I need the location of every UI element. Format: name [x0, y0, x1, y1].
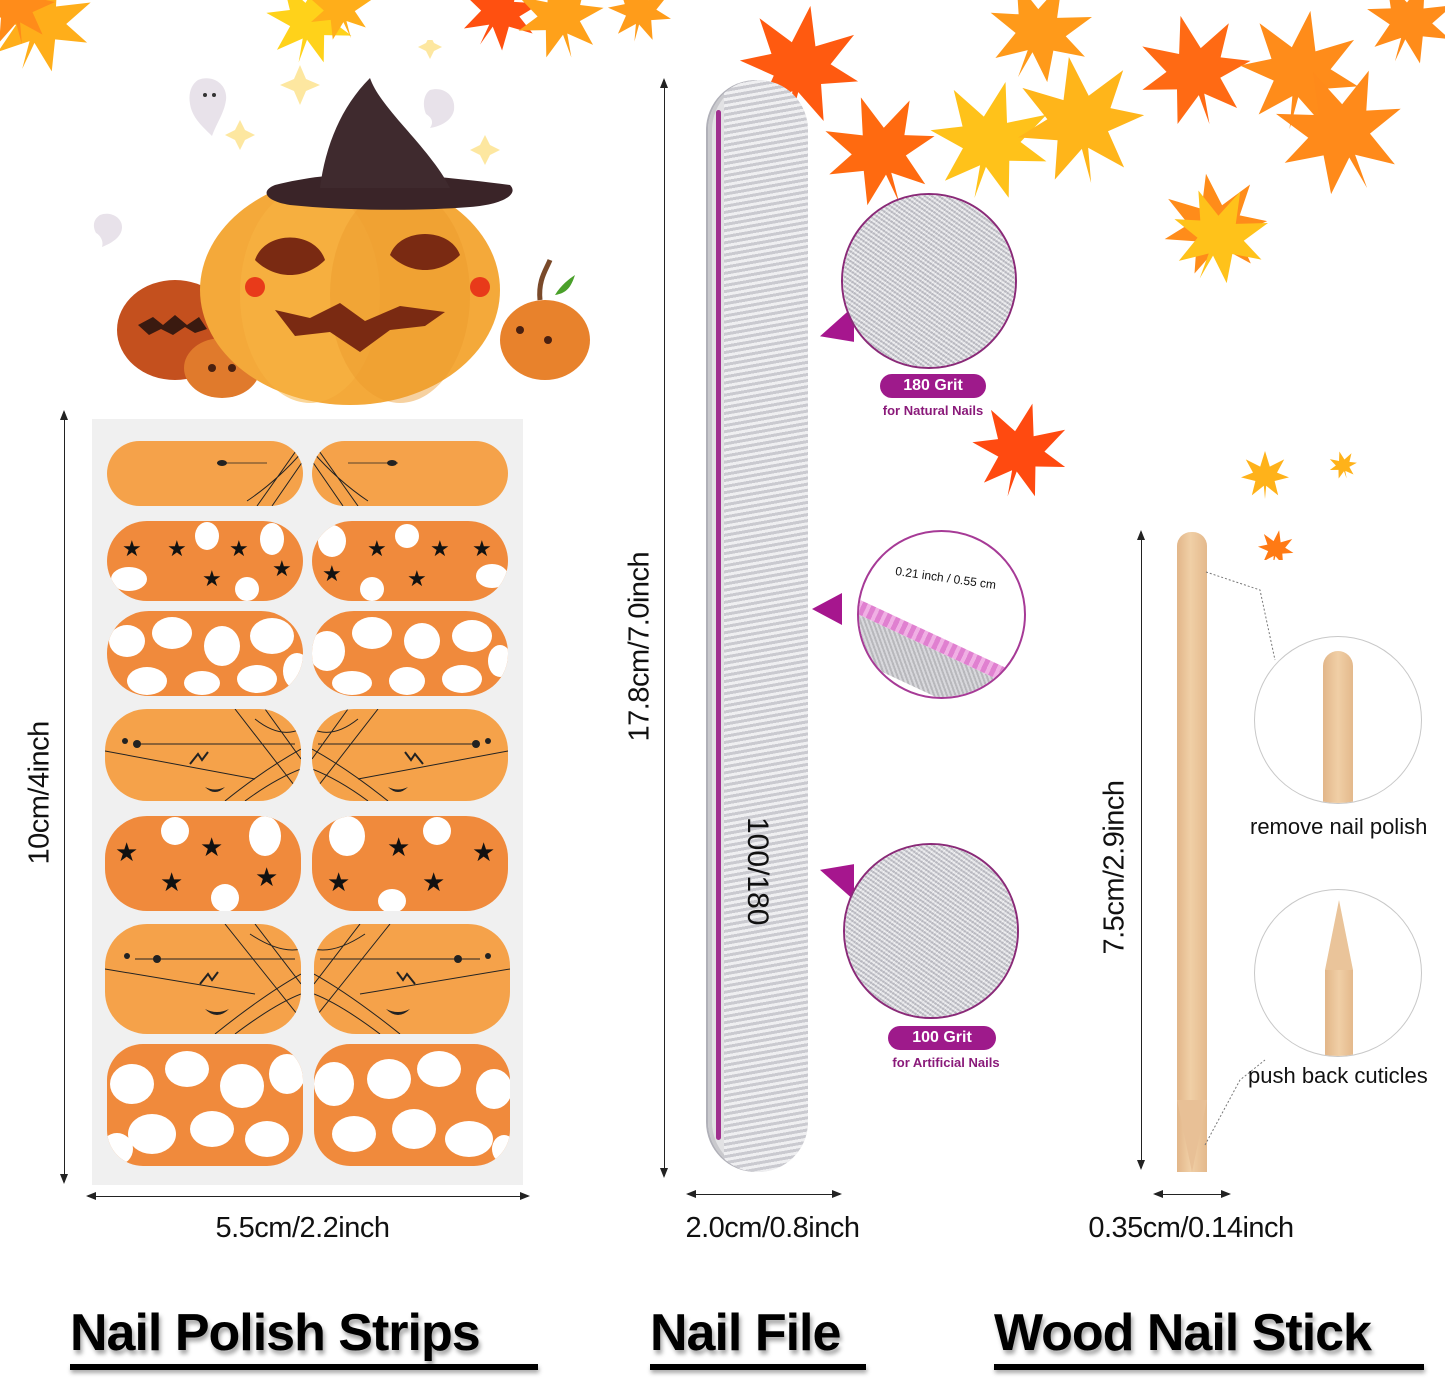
grit-100-badge: 100 Grit	[888, 1026, 996, 1050]
svg-text:★: ★	[472, 838, 495, 868]
svg-text:★: ★	[322, 562, 342, 587]
ghost-icon	[189, 78, 227, 136]
nail-strip-ghost-pattern	[314, 1044, 510, 1166]
nail-strip-web-bats-moon	[314, 924, 510, 1034]
nail-strip-ghost-pattern	[107, 1044, 303, 1166]
nail-strip-stars-ghosts: ★ ★ ★ ★	[312, 816, 508, 911]
nail-strip-web-bats-moon	[105, 709, 301, 801]
file-title-underline	[650, 1364, 866, 1370]
stick-width-label: 0.35cm/0.14inch	[1088, 1212, 1294, 1244]
nail-strip-ghost-pattern	[312, 611, 508, 696]
svg-text:★: ★	[387, 833, 410, 863]
wood-nail-stick-pointed-end	[1177, 1100, 1207, 1172]
nail-strips-sheet: ★★★★★ ★★★★★ ★★★★ ★★★★	[92, 419, 523, 1185]
wood-nail-stick	[1177, 532, 1207, 1172]
grit-180-closeup	[841, 193, 1017, 369]
nail-strip-stars-ghosts: ★ ★ ★ ★	[105, 816, 301, 911]
strips-height-dimension-arrow	[60, 410, 68, 1184]
strips-title: Nail Polish Strips	[70, 1304, 481, 1362]
svg-text:★: ★	[167, 537, 187, 562]
grit-100-closeup	[843, 843, 1019, 1019]
file-thickness-closeup	[857, 530, 1026, 699]
pumpkin-witch-hat-illustration	[93, 40, 590, 405]
stick-pointed-end-closeup	[1254, 889, 1422, 1057]
svg-text:★: ★	[122, 537, 142, 562]
file-title: Nail File	[650, 1304, 841, 1362]
file-height-dimension-arrow	[660, 78, 668, 1178]
file-width-dimension-arrow	[686, 1190, 842, 1198]
stick-title-underline	[994, 1364, 1424, 1370]
ghost-icon	[93, 213, 122, 247]
svg-text:★: ★	[200, 833, 223, 863]
nail-strip-stars-ghosts: ★ ★ ★ ★ ★	[107, 521, 303, 601]
nail-strip-web-bats-moon	[312, 709, 508, 801]
grit-180-badge: 180 Grit	[880, 374, 986, 398]
callout-leader-lines	[1204, 571, 1276, 1146]
ghost-icon	[423, 89, 455, 128]
nail-file-purple-edge	[716, 110, 721, 1140]
leaf-cluster-top-right	[730, 0, 1445, 560]
svg-text:★: ★	[430, 537, 450, 562]
stick-height-dimension-arrow	[1137, 530, 1145, 1170]
stick-title: Wood Nail Stick	[994, 1304, 1372, 1362]
callout-pointer	[812, 593, 842, 625]
svg-text:★: ★	[407, 567, 427, 592]
svg-text:★: ★	[367, 537, 387, 562]
nail-strip-spider-web	[312, 441, 508, 506]
svg-text:★: ★	[160, 868, 183, 898]
nail-strip-ghost-pattern	[107, 611, 303, 696]
svg-text:★: ★	[202, 567, 222, 592]
nail-file-printed-grit: 100/180	[741, 817, 774, 926]
svg-text:★: ★	[327, 868, 350, 898]
remove-nail-polish-label: remove nail polish	[1250, 814, 1428, 839]
strips-width-dimension-arrow	[86, 1192, 530, 1200]
svg-text:★: ★	[229, 537, 249, 562]
svg-text:★: ★	[272, 557, 292, 582]
svg-text:★: ★	[255, 863, 278, 893]
strips-title-underline	[70, 1364, 538, 1370]
strips-width-label: 5.5cm/2.2inch	[215, 1212, 390, 1244]
stick-flat-end-closeup	[1254, 636, 1422, 804]
grit-180-caption: for Natural Nails	[882, 403, 984, 418]
svg-text:★: ★	[422, 868, 445, 898]
svg-text:★: ★	[115, 838, 138, 868]
stick-width-dimension-arrow	[1153, 1190, 1231, 1198]
nail-strip-spider-web	[107, 441, 303, 506]
file-height-label: 17.8cm/7.0inch	[623, 551, 656, 742]
grit-100-caption: for Artificial Nails	[892, 1055, 1000, 1070]
push-back-cuticles-label: push back cuticles	[1248, 1063, 1428, 1088]
strips-height-label: 10cm/4inch	[23, 721, 56, 865]
svg-text:★: ★	[472, 537, 492, 562]
file-width-label: 2.0cm/0.8inch	[685, 1212, 860, 1244]
callout-pointer	[820, 851, 854, 901]
nail-strip-web-bats-moon	[105, 924, 301, 1034]
nail-file	[708, 80, 808, 1172]
stick-height-label: 7.5cm/2.9inch	[1098, 780, 1131, 955]
nail-strip-stars-ghosts: ★★★★★	[312, 521, 508, 601]
